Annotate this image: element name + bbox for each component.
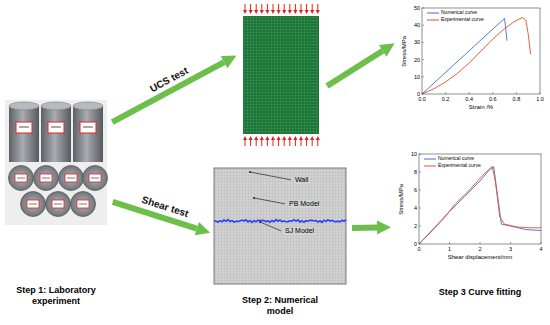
tick-label: 30 xyxy=(414,39,420,45)
axis-title: Stress/MPa xyxy=(398,183,405,214)
part-label: PB Model xyxy=(288,200,320,208)
axis-title: Strain /% xyxy=(469,104,493,111)
tick-label: 3 xyxy=(509,246,512,252)
part-label: SJ Model xyxy=(284,227,315,235)
legend-line xyxy=(424,166,436,167)
tick-label: 6 xyxy=(414,187,417,193)
legend-line xyxy=(427,20,439,21)
part-label: Wall xyxy=(294,176,309,184)
specimen-photo: Step 1: Laboratory experiment xyxy=(5,100,107,225)
step-label: Step 1: Laboratory experiment xyxy=(8,285,104,308)
connector-arrow xyxy=(352,221,391,235)
tick-label: 4 xyxy=(414,205,417,211)
legend-text: Experimental curve xyxy=(441,17,484,23)
step-label: Step 2: Numerical model xyxy=(235,295,325,318)
connector-arrow xyxy=(327,43,395,86)
shear-model: WallPB ModelSJ ModelStep 2: Numerical mo… xyxy=(214,168,346,288)
legend-text: Numerical curve xyxy=(441,10,477,16)
tick-label: 10 xyxy=(414,74,420,80)
legend-text: Numerical curve xyxy=(438,156,474,162)
tick-label: 0 xyxy=(414,241,417,247)
legend-line xyxy=(427,13,439,14)
ucs-illustration xyxy=(240,4,322,146)
tick-label: 0 xyxy=(417,246,420,252)
legend-line xyxy=(424,159,436,160)
ucs-model xyxy=(240,4,322,146)
tick-label: 50 xyxy=(414,5,420,11)
tick-label: 1.0 xyxy=(536,96,544,102)
tick-label: 8 xyxy=(414,169,417,175)
step-label: Step 3 Curve fitting xyxy=(439,288,522,298)
connector-arrow xyxy=(112,56,236,123)
tick-label: 2 xyxy=(478,246,481,252)
tick-label: 0.6 xyxy=(489,96,497,102)
tick-label: 0.2 xyxy=(442,96,450,102)
tick-label: 4 xyxy=(539,246,542,252)
tick-label: 0.0 xyxy=(418,96,426,102)
result-chart: Stress/MPaShear displacement/mm 0 2 4 6 8 10 0 1… xyxy=(395,148,548,270)
tick-label: 10 xyxy=(411,151,417,157)
axis-title: Shear displacement/mm xyxy=(448,254,513,261)
tick-label: 2 xyxy=(414,223,417,229)
tick-label: 1 xyxy=(448,246,451,252)
tick-label: 40 xyxy=(414,22,420,28)
result-chart: Stress/MPaStrain /%010203040500.00.20.40… xyxy=(398,2,548,114)
axis-title: Stress/MPa xyxy=(401,35,408,66)
photo-illustration xyxy=(5,100,107,225)
tick-label: 20 xyxy=(414,57,420,63)
shear-illustration xyxy=(214,168,346,288)
tick-label: 0.4 xyxy=(465,96,473,102)
legend-text: Experimental curve xyxy=(438,163,481,169)
tick-label: 0.8 xyxy=(513,96,521,102)
